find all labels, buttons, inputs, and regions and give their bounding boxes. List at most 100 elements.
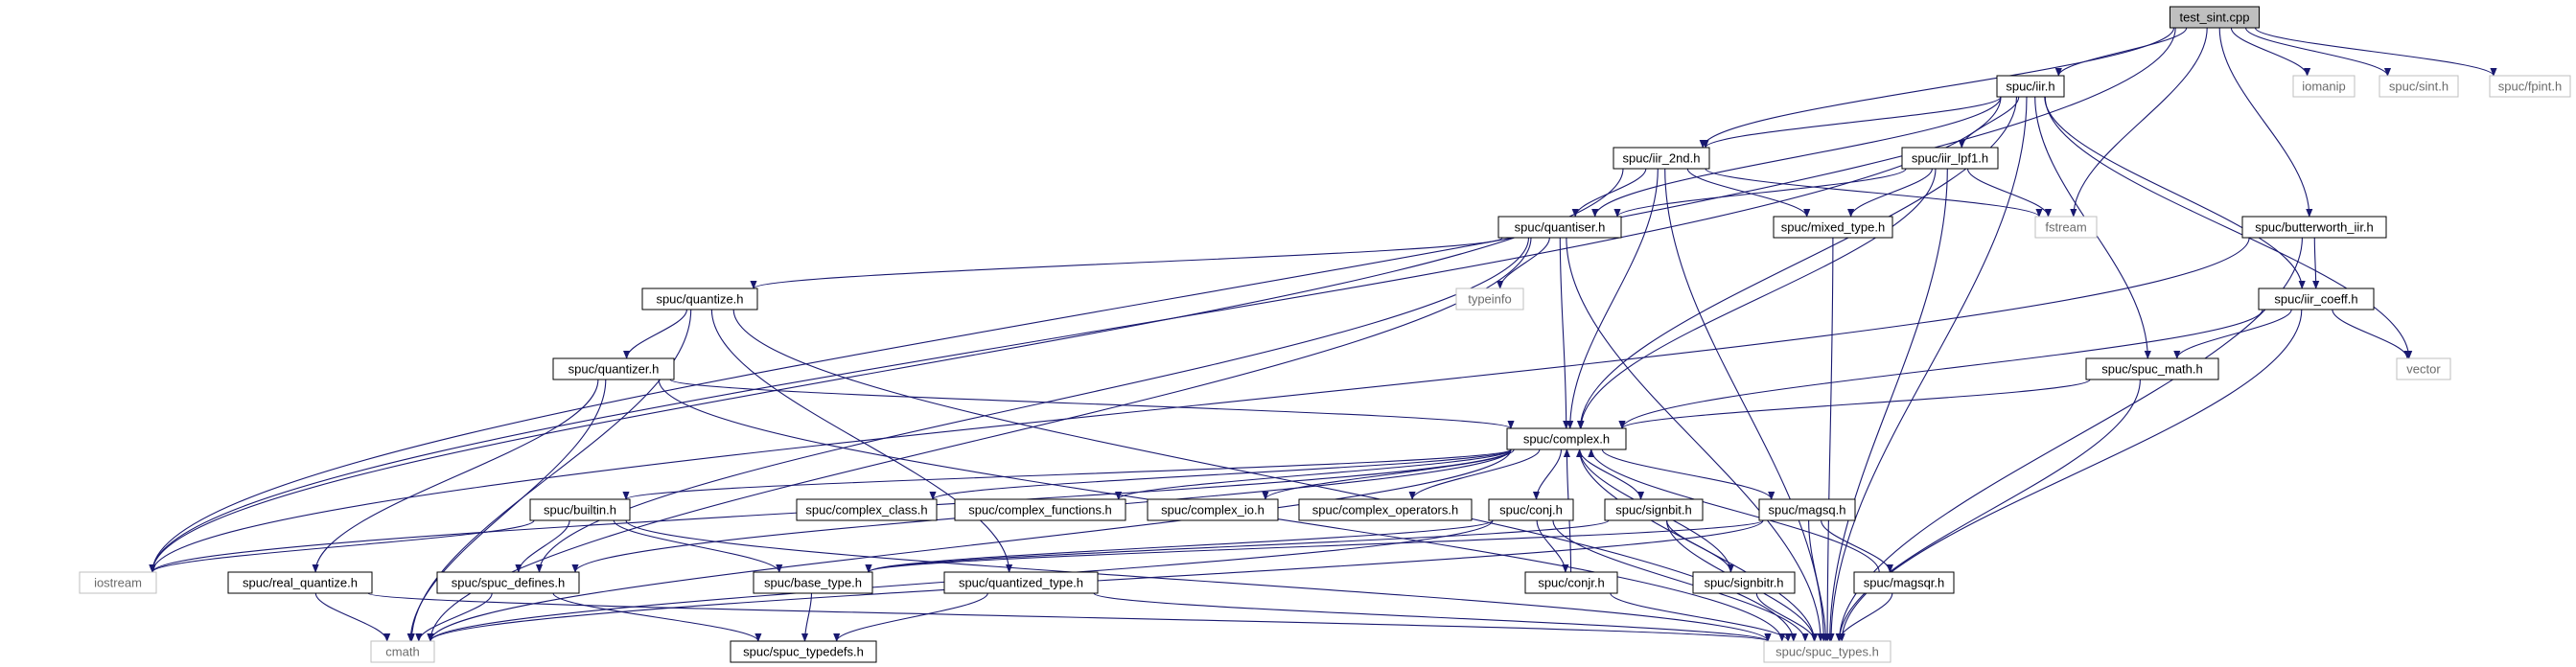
node-butterworth[interactable]: spuc/butterworth_iir.h	[2241, 216, 2387, 239]
node-iir-h[interactable]: spuc/iir.h	[1996, 75, 2065, 98]
edge-iir_coeff-to-vector	[2332, 309, 2411, 359]
node-box	[1524, 571, 1618, 594]
node-box	[1692, 571, 1796, 594]
edge-iir_h-to-iostream	[149, 96, 2002, 573]
edge-butterworth-to-iostream	[149, 237, 2250, 573]
node-quantized-type[interactable]: spuc/quantized_type.h	[943, 571, 1099, 594]
node-box	[2170, 6, 2260, 29]
edge-iir_lpf1-to-quantiser	[1613, 168, 1907, 218]
node-sint-h: spuc/sint.h	[2379, 75, 2459, 98]
node-iir-coeff[interactable]: spuc/iir_coeff.h	[2258, 288, 2375, 310]
edge-spuc_defines-to-spuc_typedefs	[552, 592, 762, 642]
edge-quantize-to-quantized_type	[710, 309, 1013, 573]
edge-iir_2nd-to-complex_h	[1566, 168, 1659, 429]
edge-magsqr-to-complex_h	[1588, 448, 1880, 573]
node-label: spuc/quantizer.h	[569, 362, 660, 377]
node-label: spuc/conjr.h	[1538, 576, 1604, 590]
node-label: iomanip	[2302, 80, 2346, 94]
node-box	[2241, 216, 2387, 239]
node-box	[436, 571, 580, 594]
edge-magsq-to-base_type	[865, 519, 1764, 573]
node-box	[227, 571, 373, 594]
edge-test_sint-to-fpint_h	[2254, 27, 2497, 77]
edge-complex_h-to-complex_operators	[1408, 448, 1541, 500]
node-label: spuc/complex_io.h	[1161, 503, 1265, 518]
node-builtin[interactable]: spuc/builtin.h	[529, 498, 631, 521]
edge-butterworth-to-iir_coeff	[2312, 237, 2320, 289]
edge-iir_lpf1-to-spuc_types	[1826, 168, 1948, 642]
node-box	[1853, 571, 1955, 594]
node-quantizer[interactable]: spuc/quantizer.h	[552, 357, 675, 380]
node-label: spuc/spuc_math.h	[2101, 362, 2203, 377]
node-spuc-defines[interactable]: spuc/spuc_defines.h	[436, 571, 580, 594]
node-box	[1298, 498, 1473, 521]
edge-test_sint-to-iostream	[149, 27, 2176, 573]
node-signbit[interactable]: spuc/signbit.h	[1604, 498, 1704, 521]
edge-iir_2nd-to-mixed_type	[1686, 168, 1811, 218]
edge-iir_h-to-iir_2nd	[1702, 96, 2002, 149]
node-conj[interactable]: spuc/conj.h	[1488, 498, 1574, 521]
node-quantiser[interactable]: spuc/quantiser.h	[1497, 216, 1622, 239]
node-spuc-typedefs[interactable]: spuc/spuc_typedefs.h	[730, 640, 877, 663]
node-label: typeinfo	[1468, 292, 1512, 307]
node-iir-lpf1[interactable]: spuc/iir_lpf1.h	[1901, 147, 1999, 170]
node-label: spuc/signbitr.h	[1704, 576, 1783, 590]
node-box	[529, 498, 631, 521]
edge-builtin-to-spuc_defines	[515, 519, 570, 573]
node-complex-functions[interactable]: spuc/complex_functions.h	[954, 498, 1126, 521]
node-vector: vector	[2396, 357, 2451, 380]
node-conjr[interactable]: spuc/conjr.h	[1524, 571, 1618, 594]
node-label: spuc/quantized_type.h	[959, 576, 1083, 590]
edge-iir_h-to-complex_h	[1576, 96, 2018, 429]
node-label: spuc/mixed_type.h	[1781, 220, 1885, 235]
edge-spuc_math-to-complex_h	[1618, 379, 2091, 429]
edge-complex_h-to-complex_functions	[1115, 448, 1512, 500]
edge-quantiser-to-typeinfo	[1497, 237, 1550, 289]
node-label: spuc/complex_functions.h	[968, 503, 1112, 518]
edge-real_quantize-to-spuc_types	[367, 592, 1771, 642]
edge-complex_h-to-complex_class	[929, 448, 1512, 500]
node-magsq[interactable]: spuc/magsq.h	[1758, 498, 1856, 521]
edge-iir_2nd-to-fstream	[1705, 168, 2043, 218]
node-label: spuc/iir_coeff.h	[2274, 292, 2357, 307]
node-iir-2nd[interactable]: spuc/iir_2nd.h	[1613, 147, 1710, 170]
node-magsqr[interactable]: spuc/magsqr.h	[1853, 571, 1955, 594]
edge-signbit-to-signbitr	[1666, 519, 1734, 573]
node-box	[1758, 498, 1856, 521]
node-label: spuc/magsqr.h	[1864, 576, 1945, 590]
node-base-type[interactable]: spuc/base_type.h	[753, 571, 873, 594]
node-test-sint[interactable]: test_sint.cpp	[2170, 6, 2260, 29]
edge-builtin-to-base_type	[613, 519, 783, 573]
node-box	[1996, 75, 2065, 98]
node-box	[1773, 216, 1893, 239]
node-box	[79, 571, 157, 594]
node-label: spuc/builtin.h	[544, 503, 616, 518]
node-complex-class[interactable]: spuc/complex_class.h	[796, 498, 938, 521]
node-mixed-type[interactable]: spuc/mixed_type.h	[1773, 216, 1893, 239]
edge-quantized_type-to-spuc_typedefs	[833, 592, 988, 642]
edge-iir_lpf1-to-fstream	[1966, 168, 2053, 218]
edge-complex_h-to-builtin	[622, 448, 1512, 500]
node-box	[2396, 357, 2451, 380]
edge-quantizer-to-real_quantize	[312, 379, 599, 573]
node-box	[730, 640, 877, 663]
node-label: spuc/iir_lpf1.h	[1912, 151, 1988, 166]
node-box	[2379, 75, 2459, 98]
nodes-layer: test_sint.cppiostreamspuc/iir.hfstreamio…	[79, 6, 2571, 663]
node-fstream: fstream	[2034, 216, 2098, 239]
node-box	[943, 571, 1099, 594]
node-box	[2258, 288, 2375, 310]
node-spuc-math[interactable]: spuc/spuc_math.h	[2085, 357, 2219, 380]
node-box	[1613, 147, 1710, 170]
node-box	[1763, 640, 1891, 663]
node-complex-operators[interactable]: spuc/complex_operators.h	[1298, 498, 1473, 521]
node-real-quantize[interactable]: spuc/real_quantize.h	[227, 571, 373, 594]
edge-iir_coeff-to-spuc_math	[2173, 309, 2292, 359]
node-complex-h[interactable]: spuc/complex.h	[1506, 427, 1627, 450]
node-box	[753, 571, 873, 594]
edge-quantized_type-to-spuc_types	[1093, 592, 1772, 642]
node-signbitr[interactable]: spuc/signbitr.h	[1692, 571, 1796, 594]
node-label: spuc/real_quantize.h	[243, 576, 358, 590]
node-complex-io[interactable]: spuc/complex_io.h	[1147, 498, 1279, 521]
node-quantize[interactable]: spuc/quantize.h	[641, 288, 758, 310]
